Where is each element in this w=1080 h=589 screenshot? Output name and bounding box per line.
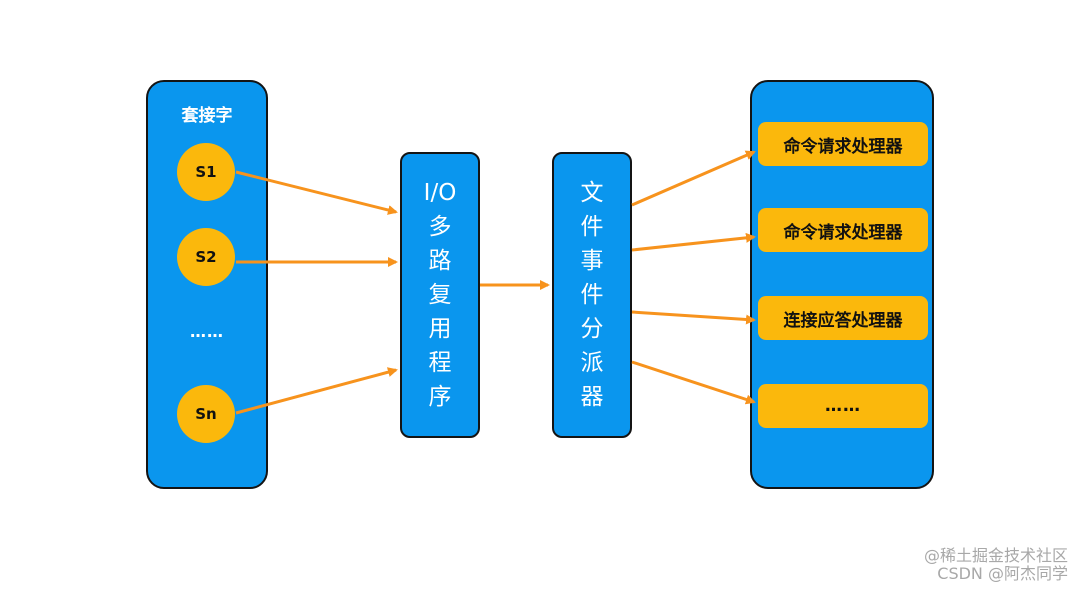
watermark: @稀土掘金技术社区 CSDN @阿杰同学 xyxy=(924,547,1068,583)
arrow-sn-to-io xyxy=(235,367,398,415)
socket-node-s2: S2 xyxy=(177,228,235,286)
io-multiplexer-box xyxy=(400,152,480,438)
socket-panel-title: 套接字 xyxy=(181,106,233,126)
watermark-line-2: CSDN @阿杰同学 xyxy=(937,564,1068,583)
arrow-dispatcher-to-handler-1 xyxy=(631,150,756,207)
arrow-dispatcher-to-handler-4 xyxy=(631,360,756,405)
watermark-line-1: @稀土掘金技术社区 xyxy=(923,546,1068,565)
arrow-dispatcher-to-handler-3 xyxy=(631,310,756,325)
socket-node-sn: Sn xyxy=(177,385,235,443)
io-multiplexer-label: I/O多路复用程序 xyxy=(423,180,457,410)
dispatcher-label: 文件事件分派器 xyxy=(580,180,604,410)
socket-node-s1: S1 xyxy=(177,143,235,201)
handler-command-request-1: 命令请求处理器 xyxy=(758,122,928,166)
handler-ellipsis: …… xyxy=(758,384,928,428)
socket-ellipsis: …… xyxy=(190,322,224,341)
handler-command-request-2: 命令请求处理器 xyxy=(758,208,928,252)
dispatcher-box xyxy=(552,152,632,438)
arrow-dispatcher-to-handler-2 xyxy=(631,232,756,252)
handler-connection-accept: 连接应答处理器 xyxy=(758,296,928,340)
arrow-s1-to-io xyxy=(235,170,398,215)
